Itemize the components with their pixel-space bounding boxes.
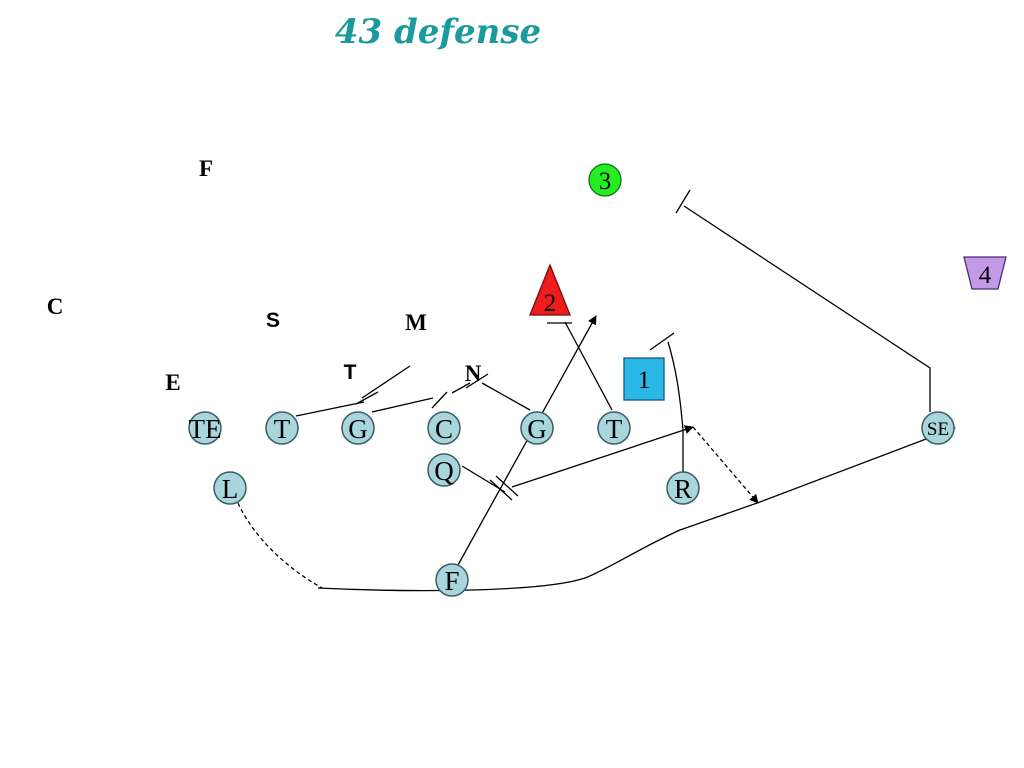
defense: F C S M E T N: [47, 156, 482, 395]
defender-nose: N: [465, 361, 482, 386]
defender-corner: C: [47, 294, 64, 319]
player-left-back-circle: [213, 471, 247, 505]
qb-drop-hash-2: [495, 475, 519, 497]
defender-tackle: T: [344, 361, 357, 384]
defender-mike: M: [405, 310, 427, 335]
read-marker-two-triangle: [529, 263, 571, 316]
center-block-bar: [451, 382, 471, 394]
right-guard-block: [481, 382, 531, 411]
diagram-title: 43 defense: [335, 12, 541, 52]
qb-drop-hash-1: [489, 479, 513, 501]
left-tackle-block-bar: [355, 391, 379, 405]
player-right-tackle-circle: [597, 411, 631, 445]
player-fullback-label: F: [444, 566, 459, 596]
left-back-swing-dash: [237, 502, 323, 589]
player-left-tackle-label: T: [274, 414, 291, 444]
split-end-stem-bar: [675, 189, 691, 214]
player-right-tackle-label: T: [606, 414, 623, 444]
offense: TE T G C G T SE Q L R F: [188, 411, 955, 597]
left-tackle-block: [295, 401, 365, 417]
split-end-stem: [683, 205, 931, 412]
crossing-route: [511, 425, 694, 488]
player-right-guard-circle: [520, 411, 554, 445]
player-right-guard-label: G: [527, 414, 547, 444]
player-split-end-label: SE: [927, 419, 949, 440]
player-fullback-circle: [435, 563, 469, 597]
player-left-back-label: L: [222, 474, 239, 504]
player-center-circle: [427, 411, 461, 445]
player-left-tackle-circle: [265, 411, 299, 445]
player-tight-end-circle: [188, 411, 222, 445]
read-marker-two-label: 2: [544, 290, 557, 317]
right-back-route: [667, 341, 684, 472]
defender-free-safety: F: [199, 156, 213, 181]
crossing-route-dash: [692, 426, 759, 504]
player-left-guard-circle: [341, 411, 375, 445]
read-marker-one-label: 1: [638, 367, 651, 394]
defender-end: E: [165, 370, 180, 395]
read-markers: 3 2 1 4: [529, 163, 1007, 401]
player-split-end-circle: [921, 411, 955, 445]
player-left-guard-label: G: [348, 414, 368, 444]
read-marker-three-circle: [588, 163, 622, 197]
player-tight-end-label: TE: [189, 414, 222, 444]
right-back-route-bar: [649, 332, 675, 351]
right-guard-block-bar: [465, 373, 489, 389]
left-back-swing: [317, 426, 956, 592]
player-right-back-circle: [666, 471, 700, 505]
read-marker-four-trapezoid: [963, 256, 1007, 290]
center-block: [431, 391, 448, 409]
read-marker-one-square: [623, 357, 665, 401]
read-marker-three-label: 3: [599, 168, 612, 195]
player-center-label: C: [435, 414, 453, 444]
right-tackle-block: [564, 321, 613, 411]
left-tackle-block-arm: [361, 365, 411, 399]
left-guard-block: [371, 397, 434, 413]
defender-strong-safety: S: [266, 309, 280, 332]
routes: [237, 189, 956, 592]
player-quarterback-label: Q: [434, 456, 454, 486]
player-right-back-label: R: [674, 474, 692, 504]
read-marker-four-label: 4: [979, 262, 992, 289]
player-quarterback-circle: [427, 453, 461, 487]
